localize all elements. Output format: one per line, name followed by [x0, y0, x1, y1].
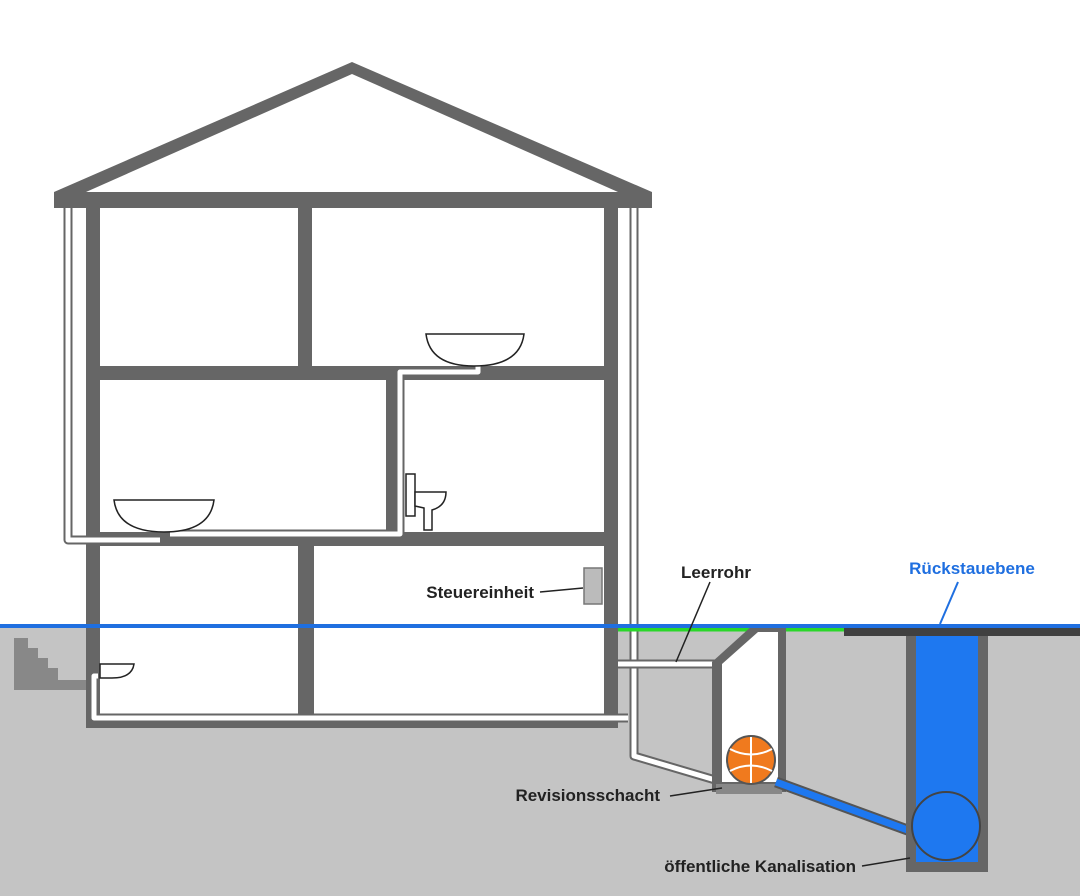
label-rueckstauebene: Rückstauebene	[909, 559, 1035, 578]
leader-leerrohr	[675, 581, 711, 663]
sink-icon	[425, 333, 525, 367]
leader-steuereinheit	[539, 587, 584, 593]
room-top-left	[100, 208, 298, 366]
room-basement-left	[100, 546, 298, 714]
sink-icon	[113, 499, 215, 533]
pump-icon	[726, 735, 776, 785]
label-steuereinheit: Steuereinheit	[426, 583, 534, 602]
leader-revisionsschacht	[669, 787, 723, 797]
control-box-icon	[583, 567, 603, 605]
label-leerrohr: Leerrohr	[681, 563, 751, 582]
public-sewer	[906, 636, 988, 872]
roof-inner	[86, 74, 618, 192]
label-revisionsschacht: Revisionsschacht	[515, 786, 660, 805]
leader-rueckstauebene	[939, 581, 959, 625]
leader-kanalisation	[861, 857, 911, 867]
sink-icon	[99, 663, 135, 679]
toilet-icon	[405, 473, 447, 531]
cellar-stairs	[14, 638, 92, 690]
room-basement-right	[314, 546, 604, 714]
label-kanalisation: öffentliche Kanalisation	[664, 857, 856, 876]
